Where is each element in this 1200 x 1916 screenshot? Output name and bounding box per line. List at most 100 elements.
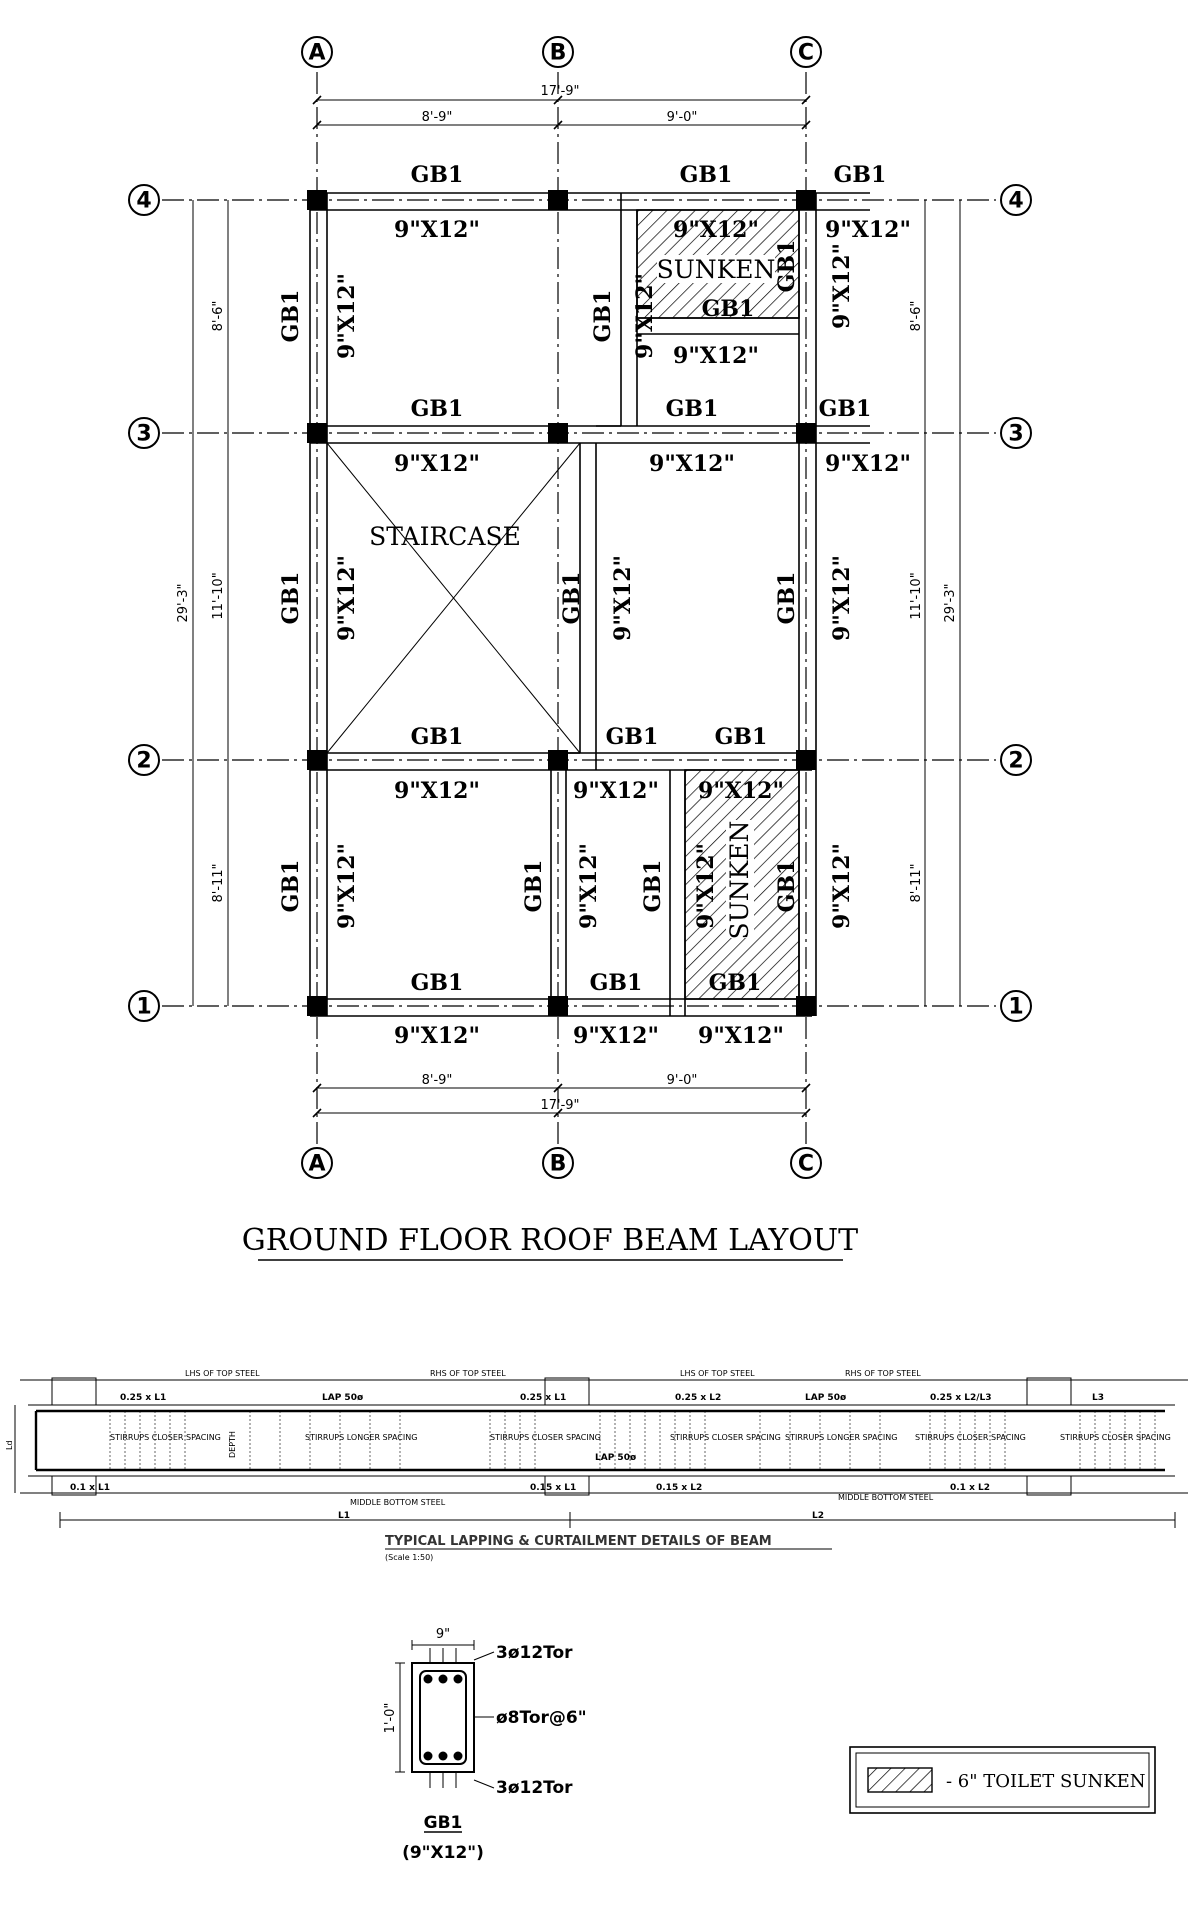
lapping-detail-title: TYPICAL LAPPING & CURTAILMENT DETAILS OF… [385,1534,772,1549]
beam-size: 9"X12" [394,1023,480,1049]
svg-text:B: B [550,41,567,66]
svg-text:4: 4 [136,189,151,214]
section-mark: GB1 [424,1813,463,1833]
stirrups-close-label: STIRRUPS CLOSER SPACING [1060,1433,1171,1442]
lap-bottom-label: LAP 50ø [595,1453,636,1463]
beam-size: 9"X12" [698,1023,784,1049]
top-l2-label: 0.25 x L2 [675,1393,721,1403]
svg-text:A: A [308,1152,325,1177]
dim-2-1-left: 8'-11" [211,863,226,902]
grid-bubble-b-bottom: B [542,1147,574,1179]
lapping-detail-labels: LHS OF TOP STEEL RHS OF TOP STEEL LHS OF… [5,1369,1171,1521]
bot-015-l1-label: 0.15 x L1 [530,1483,576,1493]
gb1-mark: GB1 [666,396,719,422]
grid-bubble-1-left: 1 [128,990,160,1022]
dim-bay-bc-top: 9'-0" [667,110,698,125]
top-l1-label: 0.25 x L1 [120,1393,166,1403]
section-size: (9"X12") [402,1843,484,1863]
beam-size: 9"X12" [632,273,658,359]
bot-l1-label: 0.1 x L1 [70,1483,110,1493]
dim-total-bottom: 17'-9" [540,1098,579,1113]
grid-bubble-4-right: 4 [1000,184,1032,216]
beam-size: 9"X12" [693,843,719,929]
grid-bubble-1-right: 1 [1000,990,1032,1022]
beam-size: 9"X12" [334,843,360,929]
svg-text:B: B [550,1152,567,1177]
dim-total-left: 29'-3" [176,583,191,622]
dim-3-2-right: 11'-10" [909,572,924,619]
beam-size: 9"X12" [334,273,360,359]
svg-text:3: 3 [1008,422,1023,447]
sunken-label-bg-bottom [726,820,754,938]
gb1-mark: GB1 [834,162,887,188]
lapping-detail [14,1377,1188,1528]
grid-bubble-2-right: 2 [1000,744,1032,776]
beam-size: 9"X12" [394,451,480,477]
svg-text:2: 2 [1008,749,1023,774]
svg-text:1: 1 [1008,995,1023,1020]
gb1-mark: GB1 [278,290,304,343]
gb1-mark: GB1 [680,162,733,188]
grid-bubble-3-left: 3 [128,417,160,449]
dim-3-2-left: 11'-10" [211,572,226,619]
beam-size: 9"X12" [573,778,659,804]
beam-size: 9"X12" [334,555,360,641]
beam-size: 9"X12" [649,451,735,477]
grid-bubble-b-top: B [542,36,574,68]
stirrups-close-label: STIRRUPS CLOSER SPACING [110,1433,221,1442]
dim-4-3-right: 8'-6" [909,301,924,332]
beam-size: 9"X12" [573,1023,659,1049]
gb1-mark: GB1 [411,162,464,188]
stirrups-close-label: STIRRUPS CLOSER SPACING [915,1433,1026,1442]
l2-label: L2 [812,1511,824,1521]
grid-bubble-c-bottom: C [790,1147,822,1179]
sunken-label-bottom: SUNKEN [725,821,754,940]
gb1-mark: GB1 [709,970,762,996]
section-depth: 1'-0" [383,1703,398,1734]
beam-size: 9"X12" [673,343,759,369]
gb1-mark: GB1 [559,572,585,625]
svg-text:C: C [798,1152,814,1177]
dim-bay-ab-top: 8'-9" [422,110,453,125]
bot-015-l2-label: 0.15 x L2 [656,1483,702,1493]
lhs-top-steel-label: LHS OF TOP STEEL [185,1369,260,1378]
gb1-mark: GB1 [774,240,800,293]
stirrups-close-label: STIRRUPS CLOSER SPACING [490,1433,601,1442]
svg-text:3: 3 [136,422,151,447]
stirrups-long-label: STIRRUPS LONGER SPACING [785,1433,897,1442]
grid-bubble-4-left: 4 [128,184,160,216]
gb1-mark: GB1 [590,970,643,996]
legend-text: - 6" TOILET SUNKEN [946,1771,1146,1792]
lap-label: LAP 50ø [322,1393,363,1403]
rhs-top-steel-label: RHS OF TOP STEEL [845,1369,921,1378]
gb1-mark: GB1 [606,724,659,750]
depth-label: DEPTH [228,1431,237,1458]
gb1-mark: GB1 [590,290,616,343]
staircase-label: STAIRCASE [369,522,521,551]
beam-size: 9"X12" [394,778,480,804]
beam-section [395,1640,495,1789]
beam-size: 9"X12" [825,451,911,477]
gb1-mark: GB1 [411,970,464,996]
top-l1-label: 0.25 x L1 [520,1393,566,1403]
gb1-mark: GB1 [278,860,304,913]
dim-bay-bc-bottom: 9'-0" [667,1073,698,1088]
gb1-mark: GB1 [411,724,464,750]
beam-size: 9"X12" [673,217,759,243]
grid-bubble-2-left: 2 [128,744,160,776]
section-width: 9" [436,1627,450,1642]
beam-size: 9"X12" [610,555,636,641]
top-l2-l3-label: 0.25 x L2/L3 [930,1393,992,1403]
l1-label: L1 [338,1511,350,1521]
ld-label: Ld [5,1440,14,1450]
middle-bottom-label: MIDDLE BOTTOM STEEL [350,1498,446,1507]
columns [307,190,816,1016]
grid-bubble-a-top: A [301,36,333,68]
section-stirrups: ø8Tor@6" [496,1708,587,1728]
beam-size: 9"X12" [698,778,784,804]
gb1-mark: GB1 [640,860,666,913]
rhs-top-steel-label: RHS OF TOP STEEL [430,1369,506,1378]
gb1-mark: GB1 [702,296,755,322]
beam-size: 9"X12" [394,217,480,243]
